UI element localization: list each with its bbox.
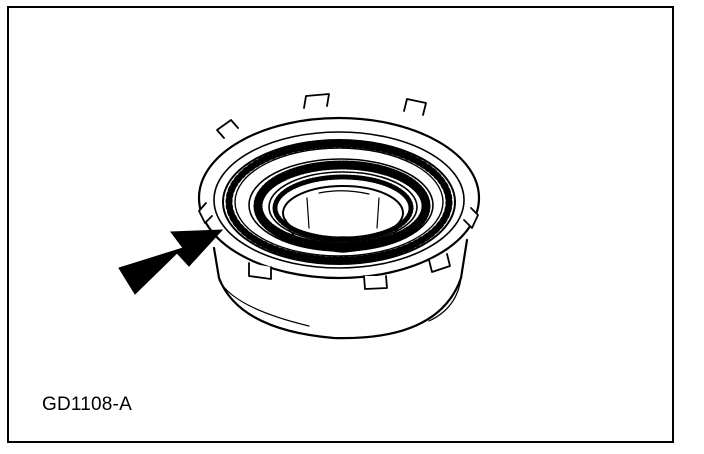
figure-id-label: GD1108-A <box>42 394 132 415</box>
drum-tabs <box>198 93 479 290</box>
figure-frame: GD1108-A <box>7 6 674 443</box>
clutch-drum-illustration <box>118 93 481 340</box>
hub-bore <box>282 185 404 241</box>
arrow-icon <box>118 229 224 295</box>
inner-gear-teeth <box>253 160 431 252</box>
outer-spline-band <box>225 140 453 264</box>
